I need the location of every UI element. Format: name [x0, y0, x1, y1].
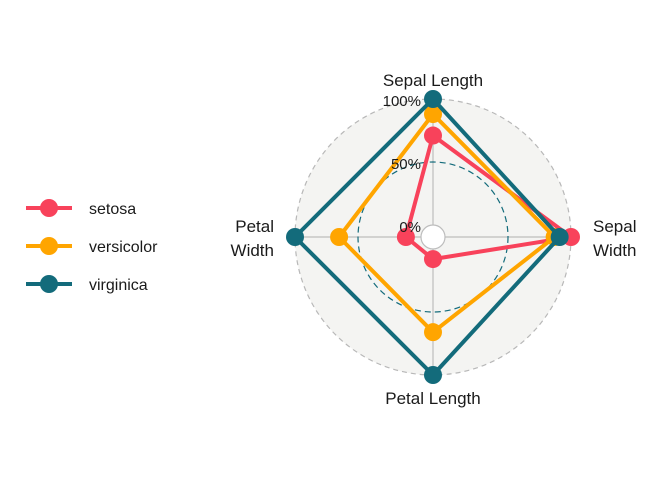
- grid-circle-min: [420, 224, 446, 250]
- plot-area: [286, 90, 580, 384]
- data-point-versicolor: [330, 228, 349, 246]
- legend-marker-versicolor: [40, 237, 58, 255]
- grid-label: 50%: [391, 156, 421, 173]
- data-point-virginica: [286, 228, 304, 246]
- data-point-virginica: [424, 90, 442, 108]
- grid-label: 100%: [383, 93, 421, 110]
- grid-label: 0%: [399, 219, 421, 236]
- data-point-virginica: [550, 228, 569, 246]
- data-point-setosa: [424, 126, 442, 145]
- legend-marker-virginica: [40, 275, 58, 293]
- data-point-virginica: [424, 366, 442, 384]
- axis-label: Sepal Length: [383, 71, 483, 90]
- legend-marker-setosa: [40, 199, 58, 217]
- axis-label: Petal Length: [385, 389, 480, 408]
- legend-label-versicolor: versicolor: [89, 239, 158, 256]
- legend-label-setosa: setosa: [89, 201, 136, 218]
- legend-label-virginica: virginica: [89, 277, 148, 294]
- grid-circle-mid: [357, 161, 509, 313]
- data-point-setosa: [424, 250, 442, 269]
- data-point-setosa: [396, 228, 415, 246]
- data-point-versicolor: [424, 323, 442, 342]
- legend: setosa versicolor virginica: [26, 199, 158, 294]
- data-point-versicolor: [424, 105, 442, 124]
